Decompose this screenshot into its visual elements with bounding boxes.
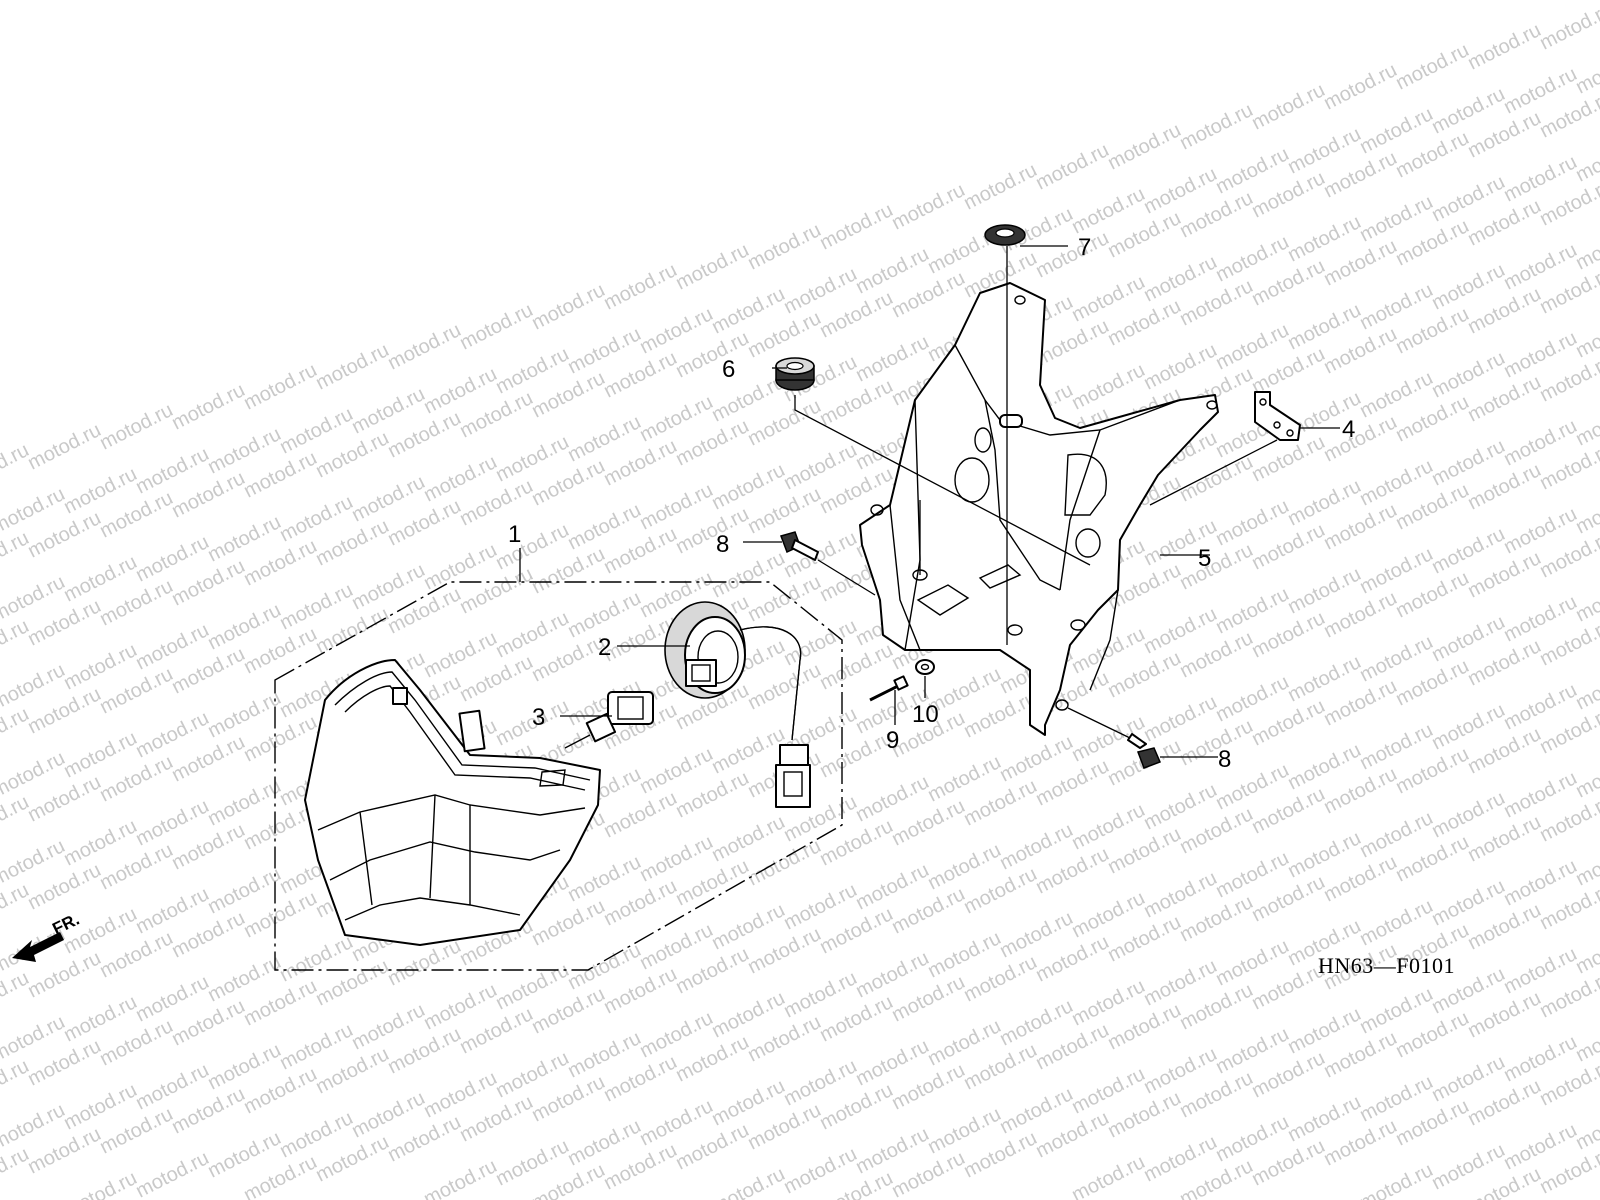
- callout-7: 7: [1078, 234, 1091, 261]
- watermark-text: motod.ru: [708, 1163, 788, 1200]
- watermark-text: motod.ru: [456, 299, 536, 354]
- watermark-text: motod.ru: [1572, 835, 1600, 890]
- watermark-text: motod.ru: [24, 419, 104, 474]
- watermark-text: motod.ru: [1572, 395, 1600, 450]
- watermark-text: motod.ru: [0, 527, 33, 582]
- watermark-text: motod.ru: [1572, 1011, 1600, 1066]
- watermark-text: motod.ru: [1572, 1099, 1600, 1154]
- watermark-text: motod.ru: [1572, 571, 1600, 626]
- watermark-text: motod.ru: [0, 1143, 33, 1198]
- callout-8-upper: 8: [716, 531, 729, 558]
- callout-1: 1: [508, 521, 521, 548]
- watermark-text: motod.ru: [1572, 659, 1600, 714]
- watermark-text: motod.ru: [0, 791, 33, 846]
- watermark-text: motod.ru: [1176, 99, 1256, 154]
- watermark-text: motod.ru: [96, 399, 176, 454]
- watermark-text: motod.ru: [1392, 39, 1472, 94]
- watermark-text: motod.ru: [1068, 1151, 1148, 1200]
- watermark-text: motod.ru: [1320, 59, 1400, 114]
- callouts: 1 2 3 4 5 6 7 8 8 9 10: [508, 234, 1355, 773]
- washer-drawing: [915, 659, 935, 675]
- watermark-text: motod.ru: [1572, 131, 1600, 186]
- callout-10: 10: [912, 701, 939, 728]
- pin-drawing: [869, 675, 909, 702]
- watermark-text: motod.ru: [960, 159, 1040, 214]
- headlight-unit-drawing: [304, 659, 601, 946]
- watermark-text: motod.ru: [1032, 139, 1112, 194]
- watermark-text: motod.ru: [240, 359, 320, 414]
- watermark-text: motod.ru: [600, 259, 680, 314]
- bolt-upper-drawing: [780, 531, 819, 561]
- leader-lines: [519, 245, 1340, 758]
- watermark-text: motod.ru: [0, 1055, 33, 1110]
- watermark-text: motod.ru: [1572, 483, 1600, 538]
- watermark-text: motod.ru: [1248, 79, 1328, 134]
- watermark-text: motod.ru: [528, 279, 608, 334]
- watermark-text: motod.ru: [312, 339, 392, 394]
- watermark-text: motod.ru: [0, 439, 33, 494]
- plate-bracket-drawing: [1254, 391, 1301, 441]
- watermark-text: motod.ru: [0, 615, 33, 670]
- grommet-top-drawing: [984, 224, 1026, 246]
- watermark-text: motod.ru: [1464, 19, 1544, 74]
- callout-3: 3: [532, 704, 545, 731]
- watermark-text: motod.ru: [744, 219, 824, 274]
- headlight-bracket-drawing: [859, 282, 1219, 736]
- watermark-text: motod.ru: [384, 319, 464, 374]
- watermark-text: motod.ru: [1572, 923, 1600, 978]
- callout-4: 4: [1342, 416, 1355, 443]
- watermark-text: motod.ru: [132, 1147, 212, 1200]
- watermark-text: motod.ru: [0, 703, 33, 758]
- watermark-text: motod.ru: [0, 967, 33, 1022]
- bulb-socket-drawing: [664, 601, 811, 808]
- headlight-bulb-drawing: [564, 691, 654, 749]
- watermark-text: motod.ru: [816, 199, 896, 254]
- watermark-text: motod.ru: [888, 179, 968, 234]
- watermark-text: motod.ru: [1572, 43, 1600, 98]
- bolt-lower-drawing: [1127, 733, 1161, 769]
- watermark-text: motod.ru: [1536, 0, 1600, 54]
- headlight-assembly-group: [274, 581, 843, 971]
- grommet-drawing: [775, 357, 815, 391]
- diagram-code: HN63—F0101: [1318, 953, 1455, 978]
- callout-5: 5: [1198, 545, 1211, 572]
- watermark-text: motod.ru: [672, 239, 752, 294]
- watermark-text: motod.ru: [1572, 747, 1600, 802]
- watermark-text: motod.ru: [168, 379, 248, 434]
- callout-6: 6: [722, 356, 735, 383]
- callout-8-lower: 8: [1218, 746, 1231, 773]
- front-arrow-icon: [12, 932, 64, 962]
- callout-2: 2: [598, 634, 611, 661]
- watermark-text: motod.ru: [1104, 119, 1184, 174]
- watermark-text: motod.ru: [1356, 1159, 1436, 1200]
- watermark-text: motod.ru: [0, 879, 33, 934]
- assembly-boundary: [274, 581, 843, 971]
- callout-9: 9: [886, 727, 899, 754]
- watermark-text: motod.ru: [420, 1155, 500, 1200]
- watermark-text: motod.ru: [60, 1167, 140, 1200]
- watermark-text: motod.ru: [1572, 307, 1600, 362]
- watermark-text: motod.ru: [1572, 219, 1600, 274]
